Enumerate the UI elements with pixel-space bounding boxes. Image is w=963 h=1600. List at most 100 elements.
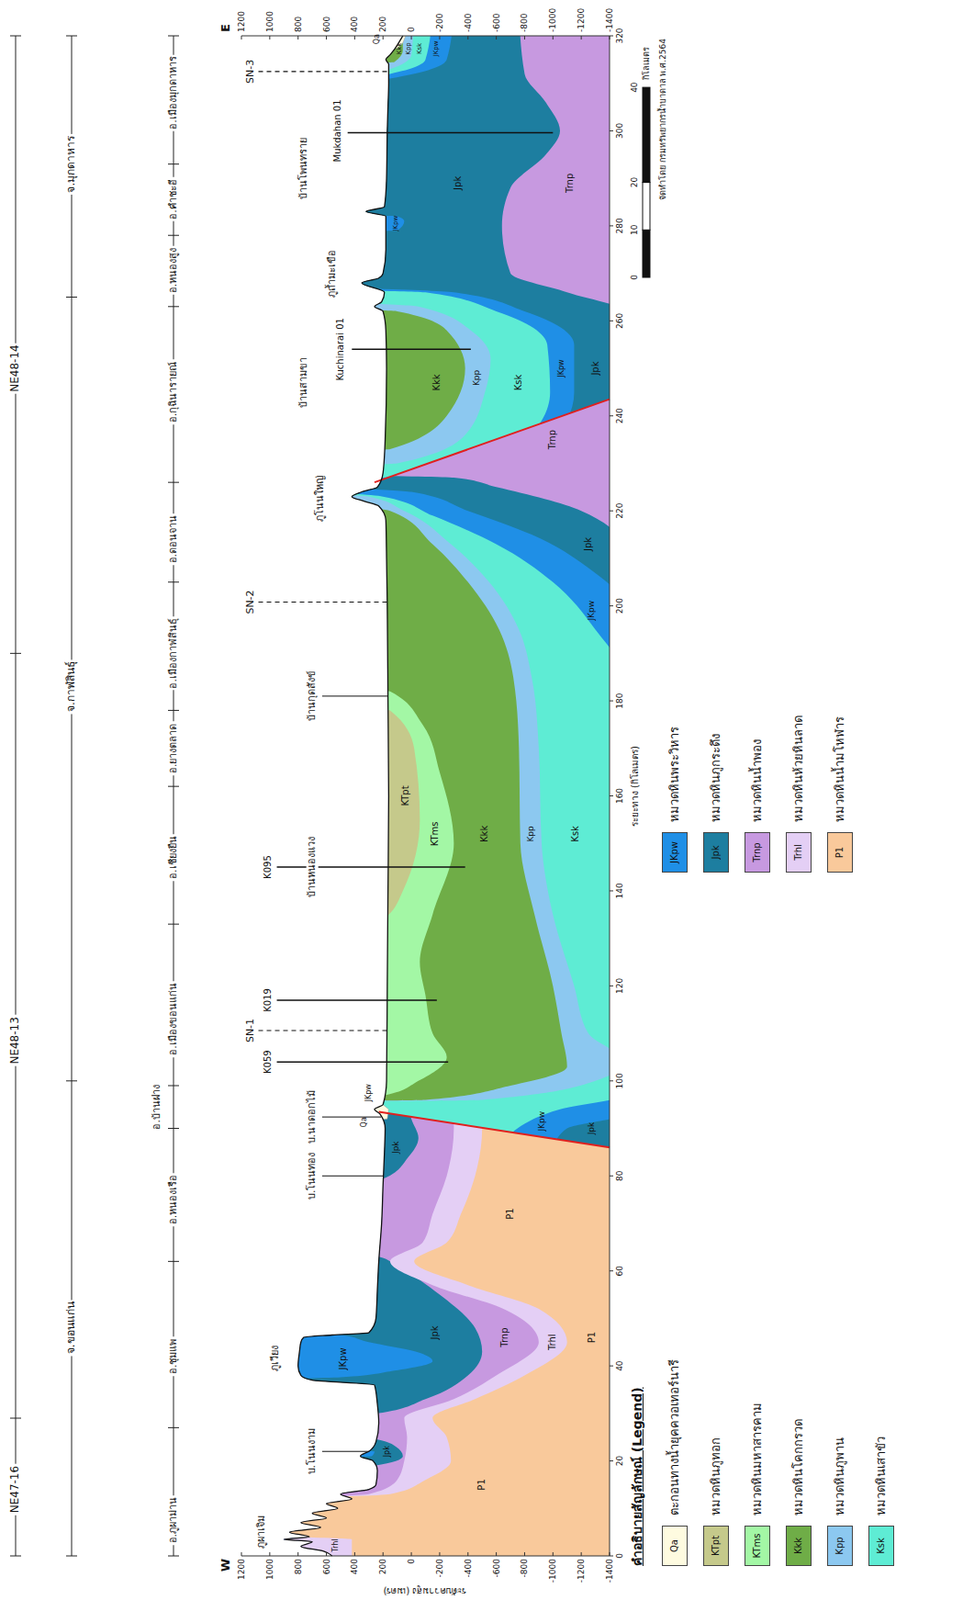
boundary-tick <box>167 1084 180 1086</box>
boundary-tick <box>66 1555 78 1557</box>
axis-tick <box>609 1555 614 1557</box>
boundary-tick <box>10 1555 22 1557</box>
legend-code: P1 <box>834 846 846 858</box>
formation-code: Jpk <box>391 1140 401 1154</box>
formation-code: Ksk <box>415 43 424 55</box>
legend-text: หมวดหินเสาขัว <box>874 1435 889 1515</box>
formation-area <box>227 1080 625 1579</box>
boundary-tick <box>167 1555 180 1557</box>
distance-tick-label: 220 <box>615 503 625 519</box>
elevation-tick-label: 0 <box>406 26 416 33</box>
boundary-tick <box>167 923 180 925</box>
elevation-tick-label: 400 <box>349 1557 359 1574</box>
axis-line <box>241 1555 610 1557</box>
district-label: อ.เมืองมุกดาหาร <box>167 54 180 132</box>
boundary-tick <box>167 163 180 165</box>
scale-number: 20 <box>629 177 639 188</box>
scale-bar-segment <box>642 229 650 278</box>
legend-code: JKpw <box>669 840 681 863</box>
ground-surface <box>283 35 404 1556</box>
boundary-tick <box>167 481 180 483</box>
formation-code: Kkk <box>480 825 492 842</box>
formation-code: JKpw <box>586 600 596 621</box>
district-label: อ.บ้านฝาง <box>151 1082 164 1131</box>
elevation-tick-label: 800 <box>293 1557 303 1574</box>
map-sheet-label: NE48-13 <box>9 1014 23 1065</box>
map-sheet-label: NE47-16 <box>9 1463 23 1514</box>
legend-text: หมวดหินห้วยหินลาด <box>792 715 807 822</box>
district-label: อ.ดอนจาน <box>167 513 180 566</box>
formation-area <box>502 11 625 535</box>
formation-code: Jpk <box>582 537 594 551</box>
borehole-line <box>277 998 437 1001</box>
formation-code: Qa <box>372 33 381 45</box>
formation-area <box>227 368 625 1176</box>
boundary-tick <box>167 581 180 583</box>
boundary-tick <box>10 35 22 37</box>
village-label: บ้านโพนทราย <box>298 137 311 200</box>
elevation-tick-label: -600 <box>491 13 501 33</box>
axis-tick <box>297 1551 299 1556</box>
formation-area <box>227 1080 625 1579</box>
axis-title: ระดับความสูง (เมตร) <box>383 1584 468 1596</box>
formation-code: Jpk <box>430 1324 442 1339</box>
axis-tick <box>581 1551 583 1556</box>
formation-code: KTpt <box>400 784 412 806</box>
legend-text: หมวดหินโคกกรวด <box>792 1418 807 1515</box>
well-label: K059 <box>263 1049 275 1074</box>
distance-tick-label: 40 <box>615 1359 625 1370</box>
province-label: จ.มุกดาหาร <box>65 134 79 195</box>
legend-code: Kpp <box>834 1535 846 1554</box>
borehole-line <box>277 1060 449 1063</box>
well-label: Mukdahan 01 <box>332 99 344 162</box>
axis-tick <box>411 1551 413 1556</box>
boundary-tick <box>10 652 22 654</box>
axis-tick <box>467 1551 469 1556</box>
formation-area <box>227 11 625 535</box>
scale-bar <box>642 87 650 278</box>
district-label: อ.กุฉินารายณ์ <box>167 359 180 426</box>
formation-code: JKpw <box>558 358 567 377</box>
section-line-label: SN-3 <box>245 59 258 84</box>
legend-code: Jpk <box>710 844 722 859</box>
distance-tick-label: 20 <box>615 1455 625 1466</box>
axis-tick <box>609 700 614 702</box>
legend-code: Trnp <box>751 841 763 862</box>
direction-label: E <box>219 23 234 33</box>
axis-tick <box>608 1551 610 1556</box>
elevation-tick-label: -1200 <box>576 1557 586 1582</box>
formation-area <box>227 1080 625 1579</box>
formation-code: JKpw <box>537 1110 547 1131</box>
elevation-tick-label: 400 <box>349 16 359 33</box>
axis-tick <box>609 1175 614 1176</box>
formation-code: Ksk <box>570 825 582 842</box>
axis-tick <box>609 35 614 37</box>
formation-code: KTms <box>430 820 442 846</box>
elevation-tick-label: -400 <box>463 1557 473 1577</box>
boundary-tick <box>167 235 180 236</box>
axis-tick <box>495 35 497 40</box>
boundary-tick <box>167 709 180 711</box>
formation-code: Trhl <box>548 1332 560 1350</box>
elevation-tick-label: 600 <box>321 1557 331 1574</box>
distance-tick-label: 280 <box>615 217 625 234</box>
formation-code: JKpw <box>364 1083 373 1101</box>
legend-code: KTms <box>751 1533 763 1558</box>
fault-line <box>379 1110 610 1147</box>
section-line-label: SN-2 <box>245 589 258 614</box>
elevation-tick-label: 1000 <box>265 11 275 33</box>
axis-tick <box>552 1551 554 1556</box>
formation-area <box>227 11 625 535</box>
legend-code: Ksk <box>875 1536 887 1554</box>
distance-tick-label: 240 <box>615 407 625 424</box>
formation-area <box>227 368 625 1176</box>
formation-code: JKpw <box>391 215 400 232</box>
distance-tick-label: 260 <box>615 313 625 329</box>
axis-tick <box>609 130 614 132</box>
axis-tick <box>438 35 440 40</box>
elevation-tick-label: -1400 <box>604 8 615 33</box>
village-label: บ้านสามขา <box>298 357 311 408</box>
district-label: อ.ภูผาม่าน <box>167 1494 180 1546</box>
village-tick <box>322 1116 381 1118</box>
